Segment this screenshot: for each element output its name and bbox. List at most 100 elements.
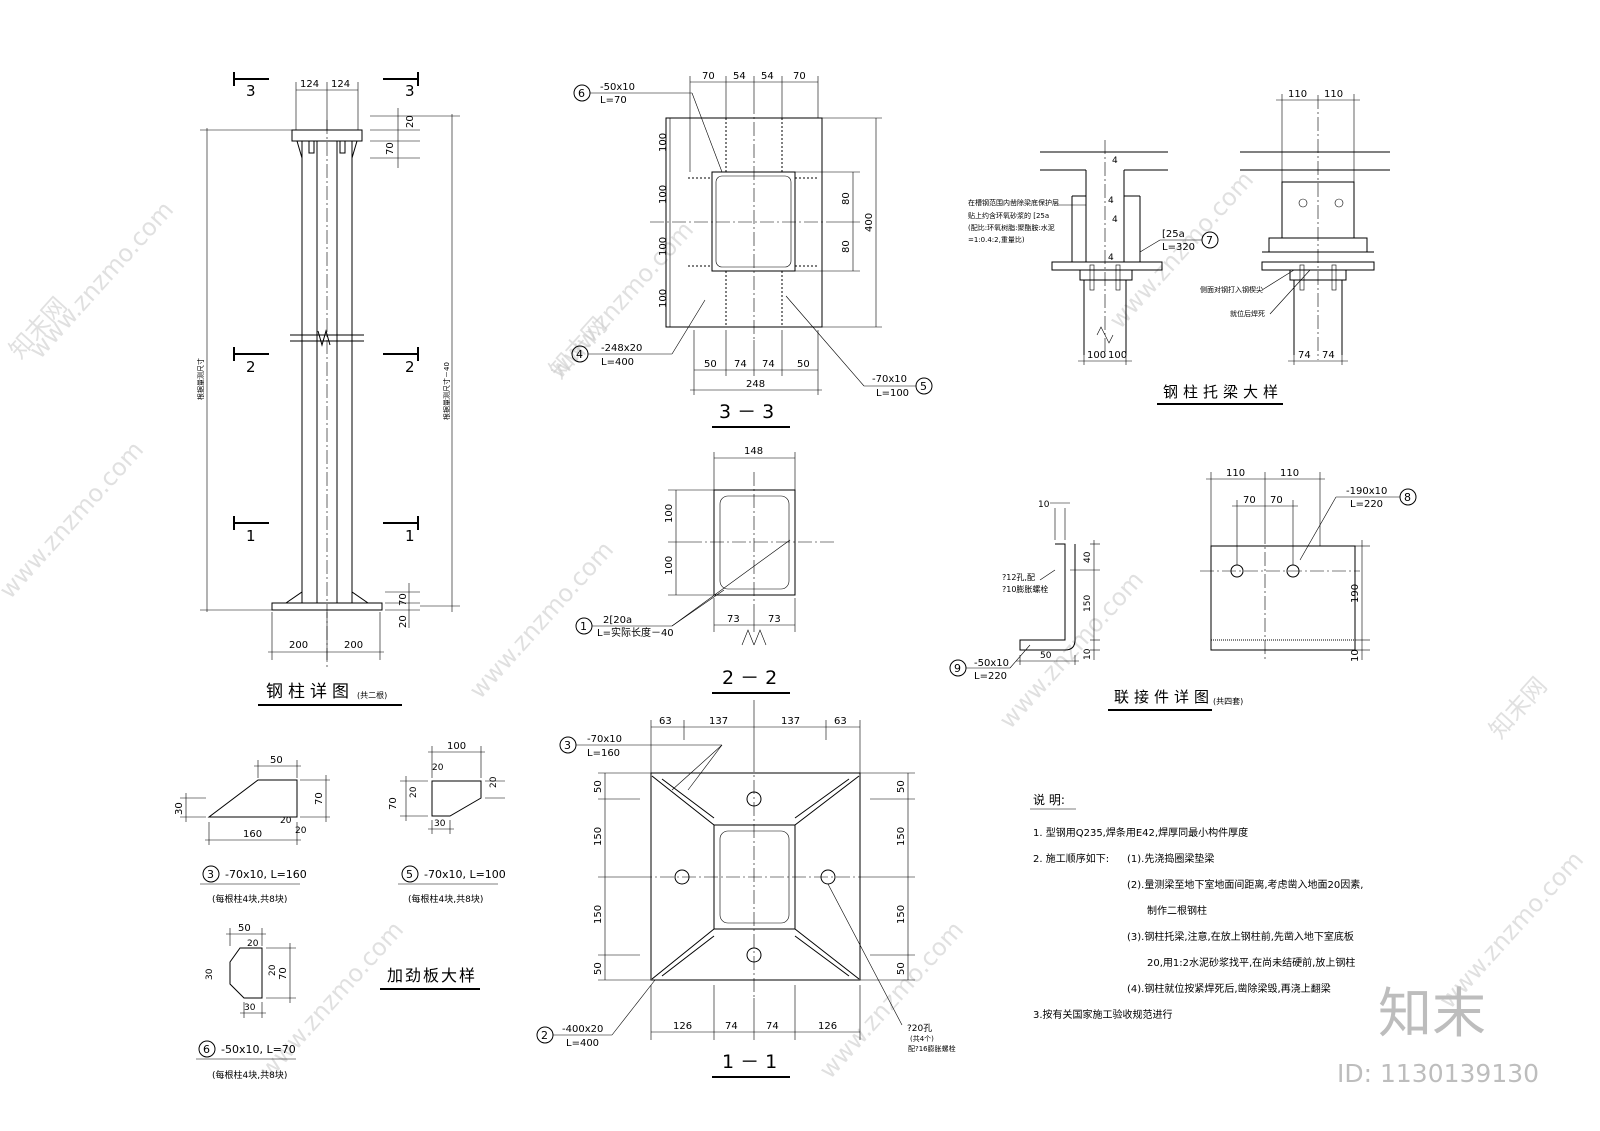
s11-hole-note-2: (共4个) <box>910 1034 934 1043</box>
s11-callout2-l1: -400x20 <box>562 1024 603 1035</box>
s22-callout1-l2: L=实际长度－40 <box>597 626 674 639</box>
p5-dim-20b: 20 <box>409 786 419 798</box>
col-dim-70-top: 70 <box>385 142 396 155</box>
conn-hole-l1: ?12孔,配 <box>1002 573 1035 582</box>
s22-callout1-num: 1 <box>580 620 587 633</box>
stiffener-details: 50 70 30 20 20 160 3 -70x10, L=160 (每根柱4… <box>174 741 506 1081</box>
conn-dim-inner-2: 70 <box>1270 495 1283 506</box>
col-dim-20-top: 20 <box>405 115 416 128</box>
beam-dim-top-2: 110 <box>1324 89 1343 100</box>
s33-dim-top-3: 54 <box>761 71 774 82</box>
s11-hole-note-1: ?20孔 <box>907 1023 932 1034</box>
s33-callout5-num: 5 <box>920 380 927 393</box>
s33-callout6-l2: L=70 <box>600 95 627 106</box>
column-detail: 3 3 2 2 1 1 124 124 20 70 7 <box>196 72 460 706</box>
p6-dim-70: 70 <box>278 967 289 980</box>
conn-dim-150: 150 <box>1083 595 1093 612</box>
s11-callout3-l2: L=160 <box>587 748 620 759</box>
col-dim-bottom-2: 200 <box>344 640 363 651</box>
s11-dim-right-1: 50 <box>896 780 907 793</box>
notes-item-1: 1. 型钢用Q235,焊条用E42,焊厚同最小构件厚度 <box>1033 826 1248 839</box>
section-1-1: 63 137 137 63 50 150 150 50 50 150 150 5… <box>536 700 956 1078</box>
p3-dim-50: 50 <box>270 755 283 766</box>
col-right-vertical-label: 根据量测尺寸－40 <box>442 362 451 420</box>
section-3-3-title: 3 － 3 <box>719 401 774 423</box>
conn-dim-outer-1: 110 <box>1226 468 1245 479</box>
conn-callout9-l1: -50x10 <box>974 658 1009 669</box>
p3-dim-160: 160 <box>243 829 262 840</box>
beam-callout7-l2: L=320 <box>1162 242 1195 253</box>
p5-dim-20c: 20 <box>489 776 499 788</box>
watermark-2: www.znzmo.com <box>0 436 149 604</box>
conn-dim-10-top: 10 <box>1038 500 1050 510</box>
s33-dim-bottom-3: 74 <box>762 359 775 370</box>
s11-callout2-num: 2 <box>541 1029 548 1042</box>
s33-callout5-l1: -70x10 <box>872 374 907 385</box>
s33-callout6-num: 6 <box>578 87 585 100</box>
s22-callout1-l1: 2[20a <box>603 615 632 626</box>
s11-dim-top-2: 137 <box>709 716 728 727</box>
notes-item-2: 2. 施工顺序如下: <box>1033 852 1109 865</box>
s11-callout3-l1: -70x10 <box>587 734 622 745</box>
notes-item-5: 制作二根钢柱 <box>1147 904 1207 917</box>
section-mark-3-right: 3 <box>405 82 415 100</box>
s33-dim-top-2: 54 <box>733 71 746 82</box>
s11-dim-left-3: 150 <box>593 905 604 924</box>
connector-detail-note: (共四套) <box>1213 696 1243 706</box>
connector-detail: 10 40 150 10 50 ?12孔,配 ?10膨胀螺栓 9 -50x10 … <box>949 468 1417 711</box>
beam-weld-4b: 4 <box>1108 196 1114 206</box>
col-dim-70-bottom: 70 <box>398 593 409 606</box>
s33-dim-left-4: 100 <box>658 289 669 308</box>
col-dim-top-1: 124 <box>300 79 319 90</box>
section-2-2-title: 2 － 2 <box>722 667 777 689</box>
s33-dim-top-4: 70 <box>793 71 806 82</box>
p3-dim-20a: 20 <box>280 816 292 826</box>
p5-dim-20a: 20 <box>432 763 444 773</box>
beam-note-right-2: 就位后焊死 <box>1230 309 1265 318</box>
conn-dim-outer-2: 110 <box>1280 468 1299 479</box>
p6-label: -50x10, L=70 <box>221 1043 296 1056</box>
s11-dim-bottom-4: 126 <box>818 1021 837 1032</box>
notes-item-3: (1).先浇捣圈梁垫梁 <box>1127 852 1214 865</box>
col-dim-top-2: 124 <box>331 79 350 90</box>
beam-note-left-3: (配比:环氧树脂:聚酯胺:水泥 <box>968 223 1055 232</box>
conn-callout8-num: 8 <box>1404 491 1411 504</box>
beam-note-left-2: 贴上约含环氧砂浆的 [25a <box>968 211 1049 220</box>
section-mark-2-left: 2 <box>246 358 256 376</box>
conn-dim-40: 40 <box>1083 551 1093 563</box>
s33-dim-bottom-4: 50 <box>797 359 810 370</box>
p3-dim-30: 30 <box>174 802 185 815</box>
p5-dim-70: 70 <box>388 797 399 810</box>
notes-item-6: (3).钢柱托梁,注意,在放上钢柱前,先凿入地下室底板 <box>1127 930 1354 943</box>
s33-dim-top-1: 70 <box>702 71 715 82</box>
s33-callout4-l2: L=400 <box>601 357 634 368</box>
s11-dim-left-1: 50 <box>593 780 604 793</box>
notes-item-7: 20,用1:2水泥砂浆找平,在尚未结硬前,放上钢柱 <box>1147 956 1355 969</box>
p6-note: (每根柱4块,共8块) <box>212 1069 287 1081</box>
notes: 说 明: 1. 型钢用Q235,焊条用E42,焊厚同最小构件厚度 2. 施工顺序… <box>1030 792 1363 1021</box>
conn-dim-190: 190 <box>1350 584 1361 603</box>
beam-detail-title: 钢柱托梁大样 <box>1163 383 1283 401</box>
section-3-3: 70 54 54 70 100 100 100 100 80 80 400 50… <box>571 71 933 428</box>
column-detail-note: (共二根) <box>357 690 387 700</box>
s11-dim-top-4: 63 <box>834 716 847 727</box>
s33-dim-left-2: 100 <box>658 185 669 204</box>
beam-callout7-l1: [25a <box>1162 229 1185 240</box>
notes-item-9: 3.按有关国家施工验收规范进行 <box>1033 1008 1173 1021</box>
col-left-vertical-label: 根据量测尺寸 <box>196 358 205 400</box>
s33-dim-left-3: 100 <box>658 237 669 256</box>
conn-callout9-num: 9 <box>954 662 961 675</box>
conn-callout8-l2: L=220 <box>1350 499 1383 510</box>
s33-dim-total-bottom: 248 <box>746 379 765 390</box>
section-mark-1-right: 1 <box>405 527 415 545</box>
p6-dim-20b: 20 <box>268 964 278 976</box>
brand-logo: 知末 <box>1378 982 1486 1045</box>
s11-dim-right-2: 150 <box>896 827 907 846</box>
s11-dim-right-3: 150 <box>896 905 907 924</box>
beam-weld-4d: 4 <box>1108 253 1114 263</box>
p5-note: (每根柱4块,共8块) <box>408 893 483 905</box>
s33-callout5-l2: L=100 <box>876 388 909 399</box>
section-mark-1-left: 1 <box>246 527 256 545</box>
notes-item-4: (2).量测梁至地下室地面间距离,考虑凿入地面20因素, <box>1127 878 1363 891</box>
